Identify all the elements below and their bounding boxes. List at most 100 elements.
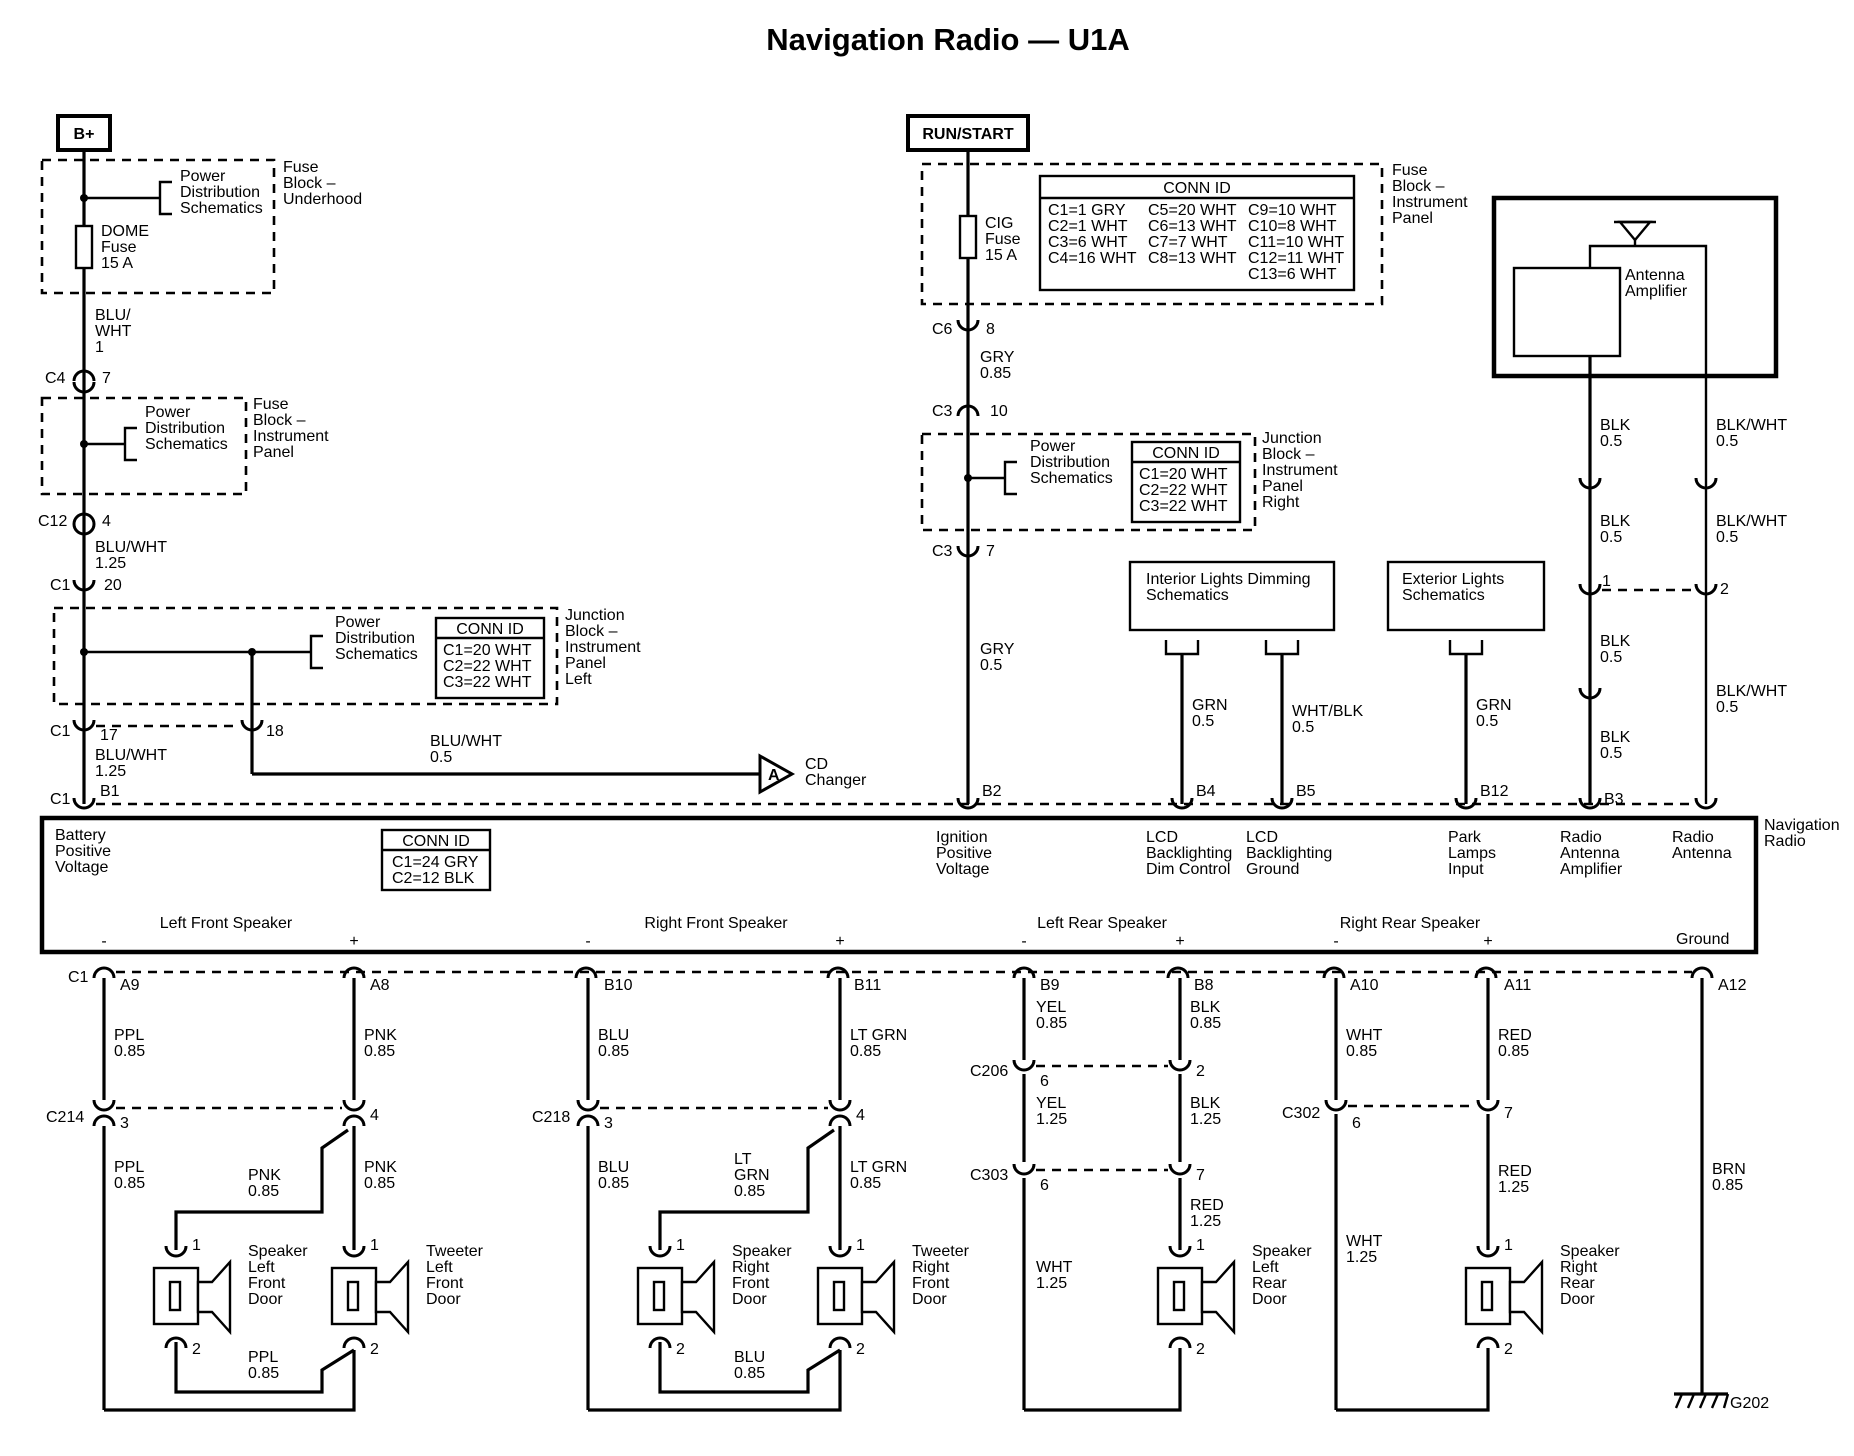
svg-text:3: 3 (120, 1115, 129, 1132)
svg-text:A8: A8 (370, 977, 390, 994)
svg-text:C6=13 WHT: C6=13 WHT (1148, 218, 1237, 235)
connid-fuse-block: CONN ID C1=1 GRY C2=1 WHT C3=6 WHT C4=16… (1038, 174, 1356, 292)
svg-text:7: 7 (102, 370, 111, 387)
svg-text:+: + (349, 933, 358, 950)
svg-text:+: + (835, 933, 844, 950)
navigation-radio-module (39, 815, 1759, 955)
tweeter-lf-door-icon (330, 1244, 410, 1350)
svg-text:17: 17 (100, 727, 118, 744)
svg-text:6: 6 (1040, 1177, 1049, 1194)
svg-text:2: 2 (1720, 581, 1729, 598)
svg-text:B10: B10 (604, 977, 633, 994)
svg-text:C9=10 WHT: C9=10 WHT (1248, 202, 1337, 219)
svg-text:CONN ID: CONN ID (1163, 180, 1231, 197)
svg-text:B2: B2 (982, 783, 1002, 800)
speaker-rf-door-icon (636, 1244, 716, 1350)
svg-text:C3=22 WHT: C3=22 WHT (443, 674, 532, 691)
conn-c214: C214 (46, 1109, 84, 1126)
radio-lf-label: Left Front Speaker (160, 915, 293, 932)
svg-text:2: 2 (856, 1341, 865, 1358)
antenna-module (1491, 195, 1779, 379)
svg-text:C1=20 WHT: C1=20 WHT (1139, 466, 1228, 483)
svg-text:C3=6 WHT: C3=6 WHT (1048, 234, 1128, 251)
svg-text:A11: A11 (1504, 977, 1531, 994)
svg-text:C1=20 WHT: C1=20 WHT (443, 642, 532, 659)
svg-text:1: 1 (676, 1237, 685, 1254)
ground-id: G202 (1730, 1395, 1769, 1412)
svg-text:B5: B5 (1296, 783, 1316, 800)
svg-text:C12=11 WHT: C12=11 WHT (1248, 250, 1344, 267)
page-title: Navigation Radio — U1A (766, 22, 1129, 57)
conn-c1-b: C1 (50, 723, 71, 740)
svg-text:C1=24 GRY: C1=24 GRY (392, 854, 479, 871)
svg-text:1: 1 (370, 1237, 379, 1254)
svg-text:4: 4 (102, 513, 111, 530)
svg-text:+: + (1175, 933, 1184, 950)
svg-text:B9: B9 (1040, 977, 1060, 994)
conn-c1-d: C1 (68, 969, 89, 986)
svg-text:4: 4 (856, 1107, 865, 1124)
conn-c3-a: C3 (932, 403, 953, 420)
svg-text:+: + (1483, 933, 1492, 950)
connid-jb-right: CONN ID C1=20 WHT C2=22 WHT C3=22 WHT (1130, 440, 1242, 524)
svg-text:A: A (768, 767, 780, 784)
svg-text:CONN ID: CONN ID (1152, 445, 1220, 462)
conn-c6: C6 (932, 321, 953, 338)
jb-left-block (52, 606, 559, 706)
conn-c12: C12 (38, 513, 67, 530)
dome-fuse (74, 224, 94, 270)
svg-text:2: 2 (676, 1341, 685, 1358)
connid-radio: CONN ID C1=24 GRY C2=12 BLK (380, 828, 492, 892)
underhood-fuse-block (40, 158, 276, 295)
svg-text:1: 1 (1504, 1237, 1513, 1254)
svg-text:C2=22 WHT: C2=22 WHT (443, 658, 532, 675)
svg-text:2: 2 (1196, 1063, 1205, 1080)
conn-c3-b: C3 (932, 543, 953, 560)
svg-text:1: 1 (1602, 573, 1611, 590)
exterior-lights-schematic-box (1386, 560, 1546, 632)
conn-c1-a: C1 (50, 577, 71, 594)
antenna-icon (1617, 220, 1653, 242)
svg-text:1: 1 (856, 1237, 865, 1254)
jb-right-block (920, 432, 1257, 532)
svg-text:C1=1 GRY: C1=1 GRY (1048, 202, 1126, 219)
svg-text:A10: A10 (1350, 977, 1379, 994)
speaker-rr-door-icon (1464, 1244, 1544, 1350)
conn-c4: C4 (45, 370, 66, 387)
svg-text:C5=20 WHT: C5=20 WHT (1148, 202, 1237, 219)
lr-speaker-circuit (1012, 978, 1192, 1412)
